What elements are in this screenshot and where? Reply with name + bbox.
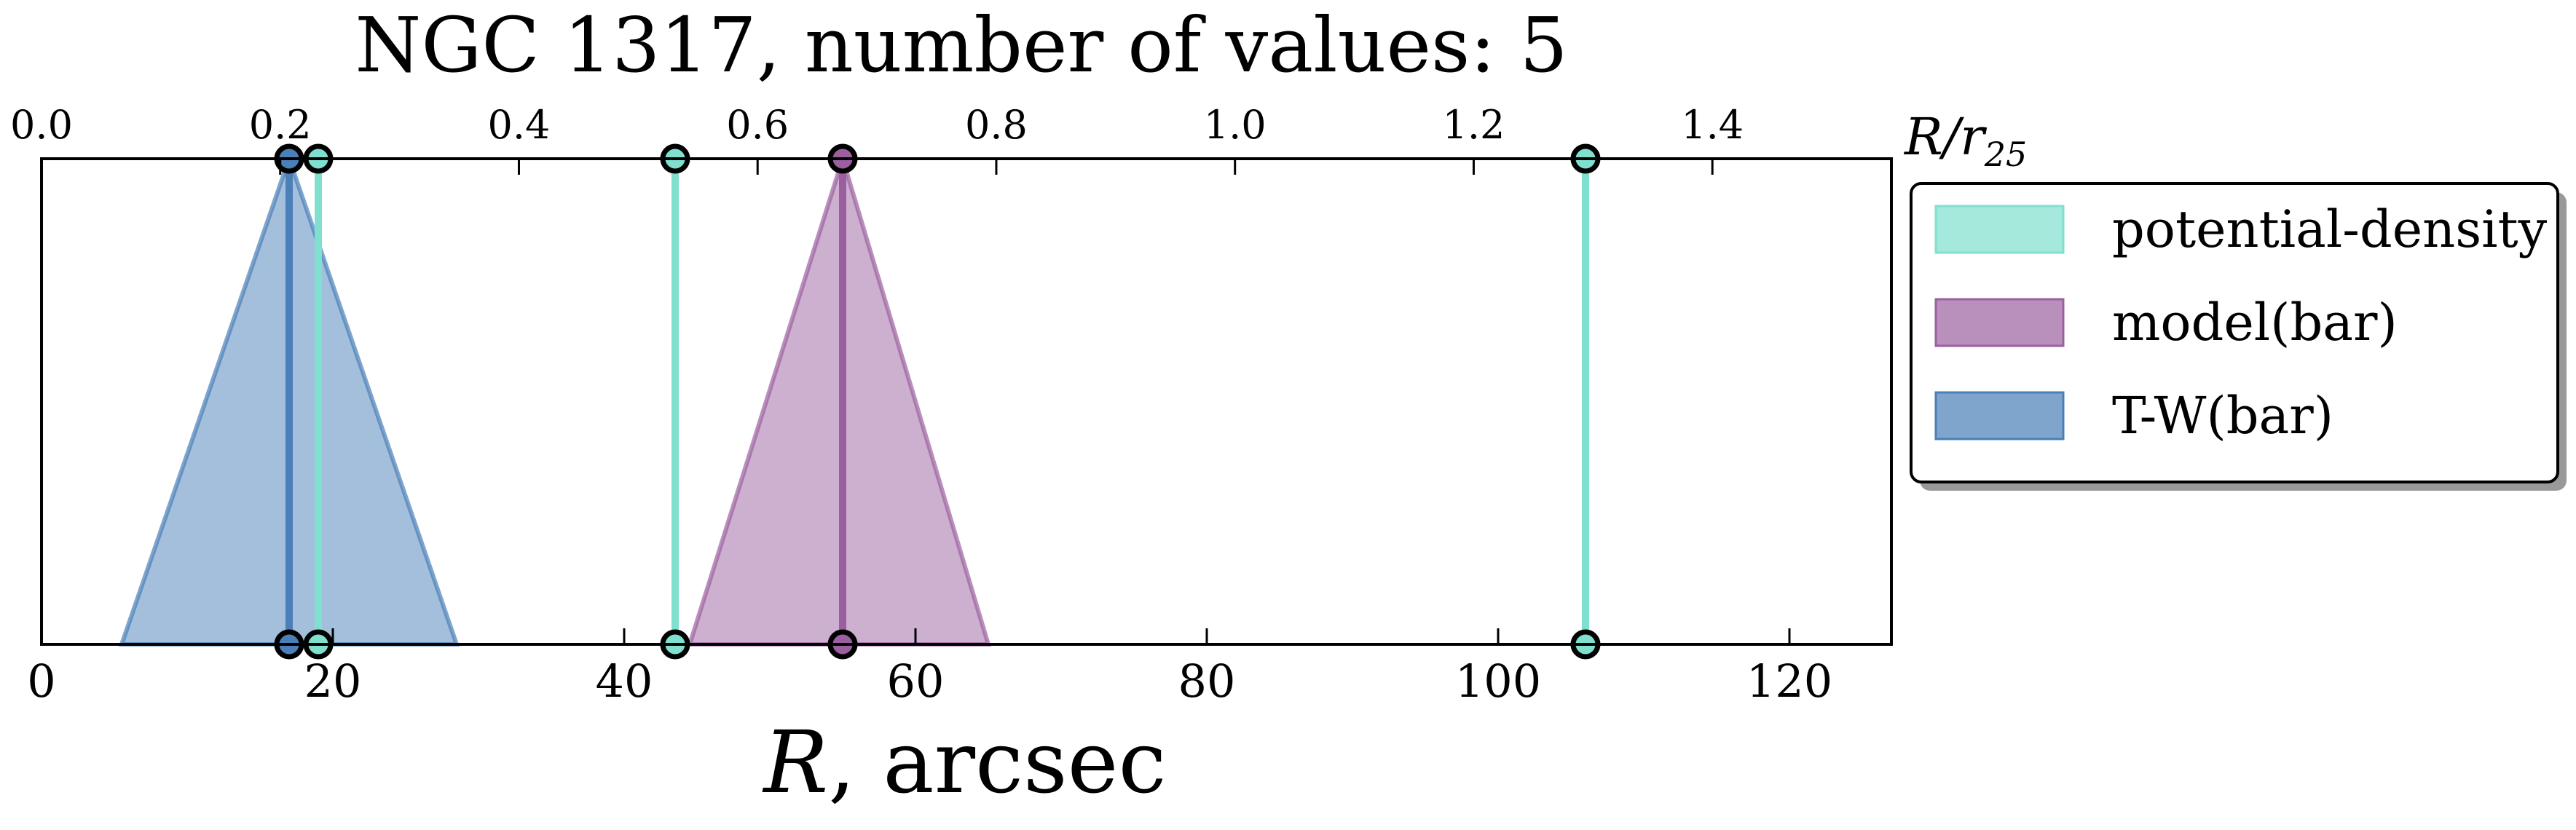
x-axis-label-symbol: R [762, 712, 828, 813]
plot-area-frame [40, 157, 1893, 646]
top-tick-label-2: 0.4 [488, 102, 551, 148]
legend-label-2: T-W(bar) [2112, 386, 2333, 446]
bottom-tick-label-6: 120 [1746, 655, 1832, 708]
top-axis-label-subscript: 25 [1984, 135, 2028, 174]
top-axis-label-main: R/r [1903, 107, 1987, 167]
chart-marks [118, 143, 1601, 660]
chart-title: NGC 1317, number of values: 5 [355, 1, 1567, 90]
bottom-tick-label-5: 100 [1455, 655, 1541, 708]
top-axis: 0.0 0.2 0.4 0.6 0.8 1.0 1.2 1.4 [10, 102, 1744, 175]
top-tick-label-6: 1.2 [1443, 102, 1505, 148]
top-tick-label-5: 1.0 [1204, 102, 1267, 148]
bottom-tick-label-1: 20 [304, 655, 362, 708]
legend-box [1910, 182, 2559, 483]
bottom-tick-label-2: 40 [596, 655, 653, 708]
legend-swatch-1 [1934, 298, 2065, 347]
x-axis-label: R, arcsec [762, 712, 1166, 813]
x-axis-label-unit: , arcsec [828, 712, 1166, 813]
bottom-tick-label-4: 80 [1178, 655, 1236, 708]
bottom-tick-label-0: 0 [27, 655, 55, 708]
legend-swatch-0 [1934, 205, 2065, 254]
legend-label-0: potential-density [2112, 199, 2548, 259]
top-tick-label-4: 0.8 [965, 102, 1028, 148]
legend: potential-density model(bar) T-W(bar) [1910, 182, 2567, 491]
top-tick-label-7: 1.4 [1681, 102, 1744, 148]
top-tick-label-0: 0.0 [10, 102, 73, 148]
legend-swatch-2 [1934, 391, 2065, 440]
bottom-axis: 0 20 40 60 80 100 120 [27, 628, 1832, 708]
legend-label-1: model(bar) [2112, 293, 2398, 352]
top-tick-label-3: 0.6 [726, 102, 789, 148]
bottom-tick-label-3: 60 [887, 655, 945, 708]
top-axis-label: R/r25 [1903, 107, 2027, 174]
top-tick-label-1: 0.2 [249, 102, 312, 148]
legend-items: potential-density model(bar) T-W(bar) [1934, 199, 2548, 446]
